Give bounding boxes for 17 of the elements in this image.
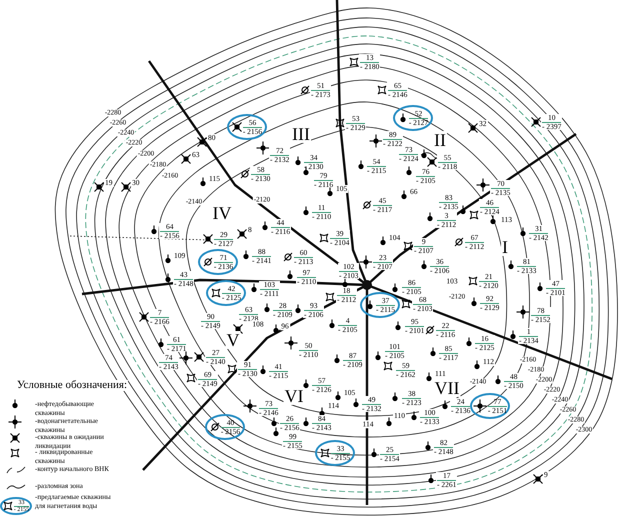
- zone-number-label: III: [291, 125, 311, 143]
- proposed-well-ellipse: [227, 114, 267, 140]
- proposed-well-ellipse: [205, 414, 245, 440]
- zone-number-label: VII: [434, 379, 460, 397]
- zone-number-label: VI: [284, 387, 304, 405]
- proposed-well-ellipse: [198, 249, 238, 275]
- proposed-well-ellipse: [0, 497, 32, 515]
- proposed-well-ellipse: [393, 105, 433, 131]
- proposed-well-ellipse: [470, 393, 510, 419]
- zone-number-label: II: [433, 131, 447, 149]
- proposed-well-ellipse: [315, 440, 355, 466]
- zone-number-label: I: [501, 238, 509, 256]
- proposed-well-ellipse: [206, 280, 246, 306]
- zone-number-label: IV: [212, 204, 232, 222]
- zone-number-label: V: [226, 331, 240, 349]
- proposed-well-ellipse: [360, 292, 400, 318]
- legend-title: Условные обозначения:: [16, 380, 128, 391]
